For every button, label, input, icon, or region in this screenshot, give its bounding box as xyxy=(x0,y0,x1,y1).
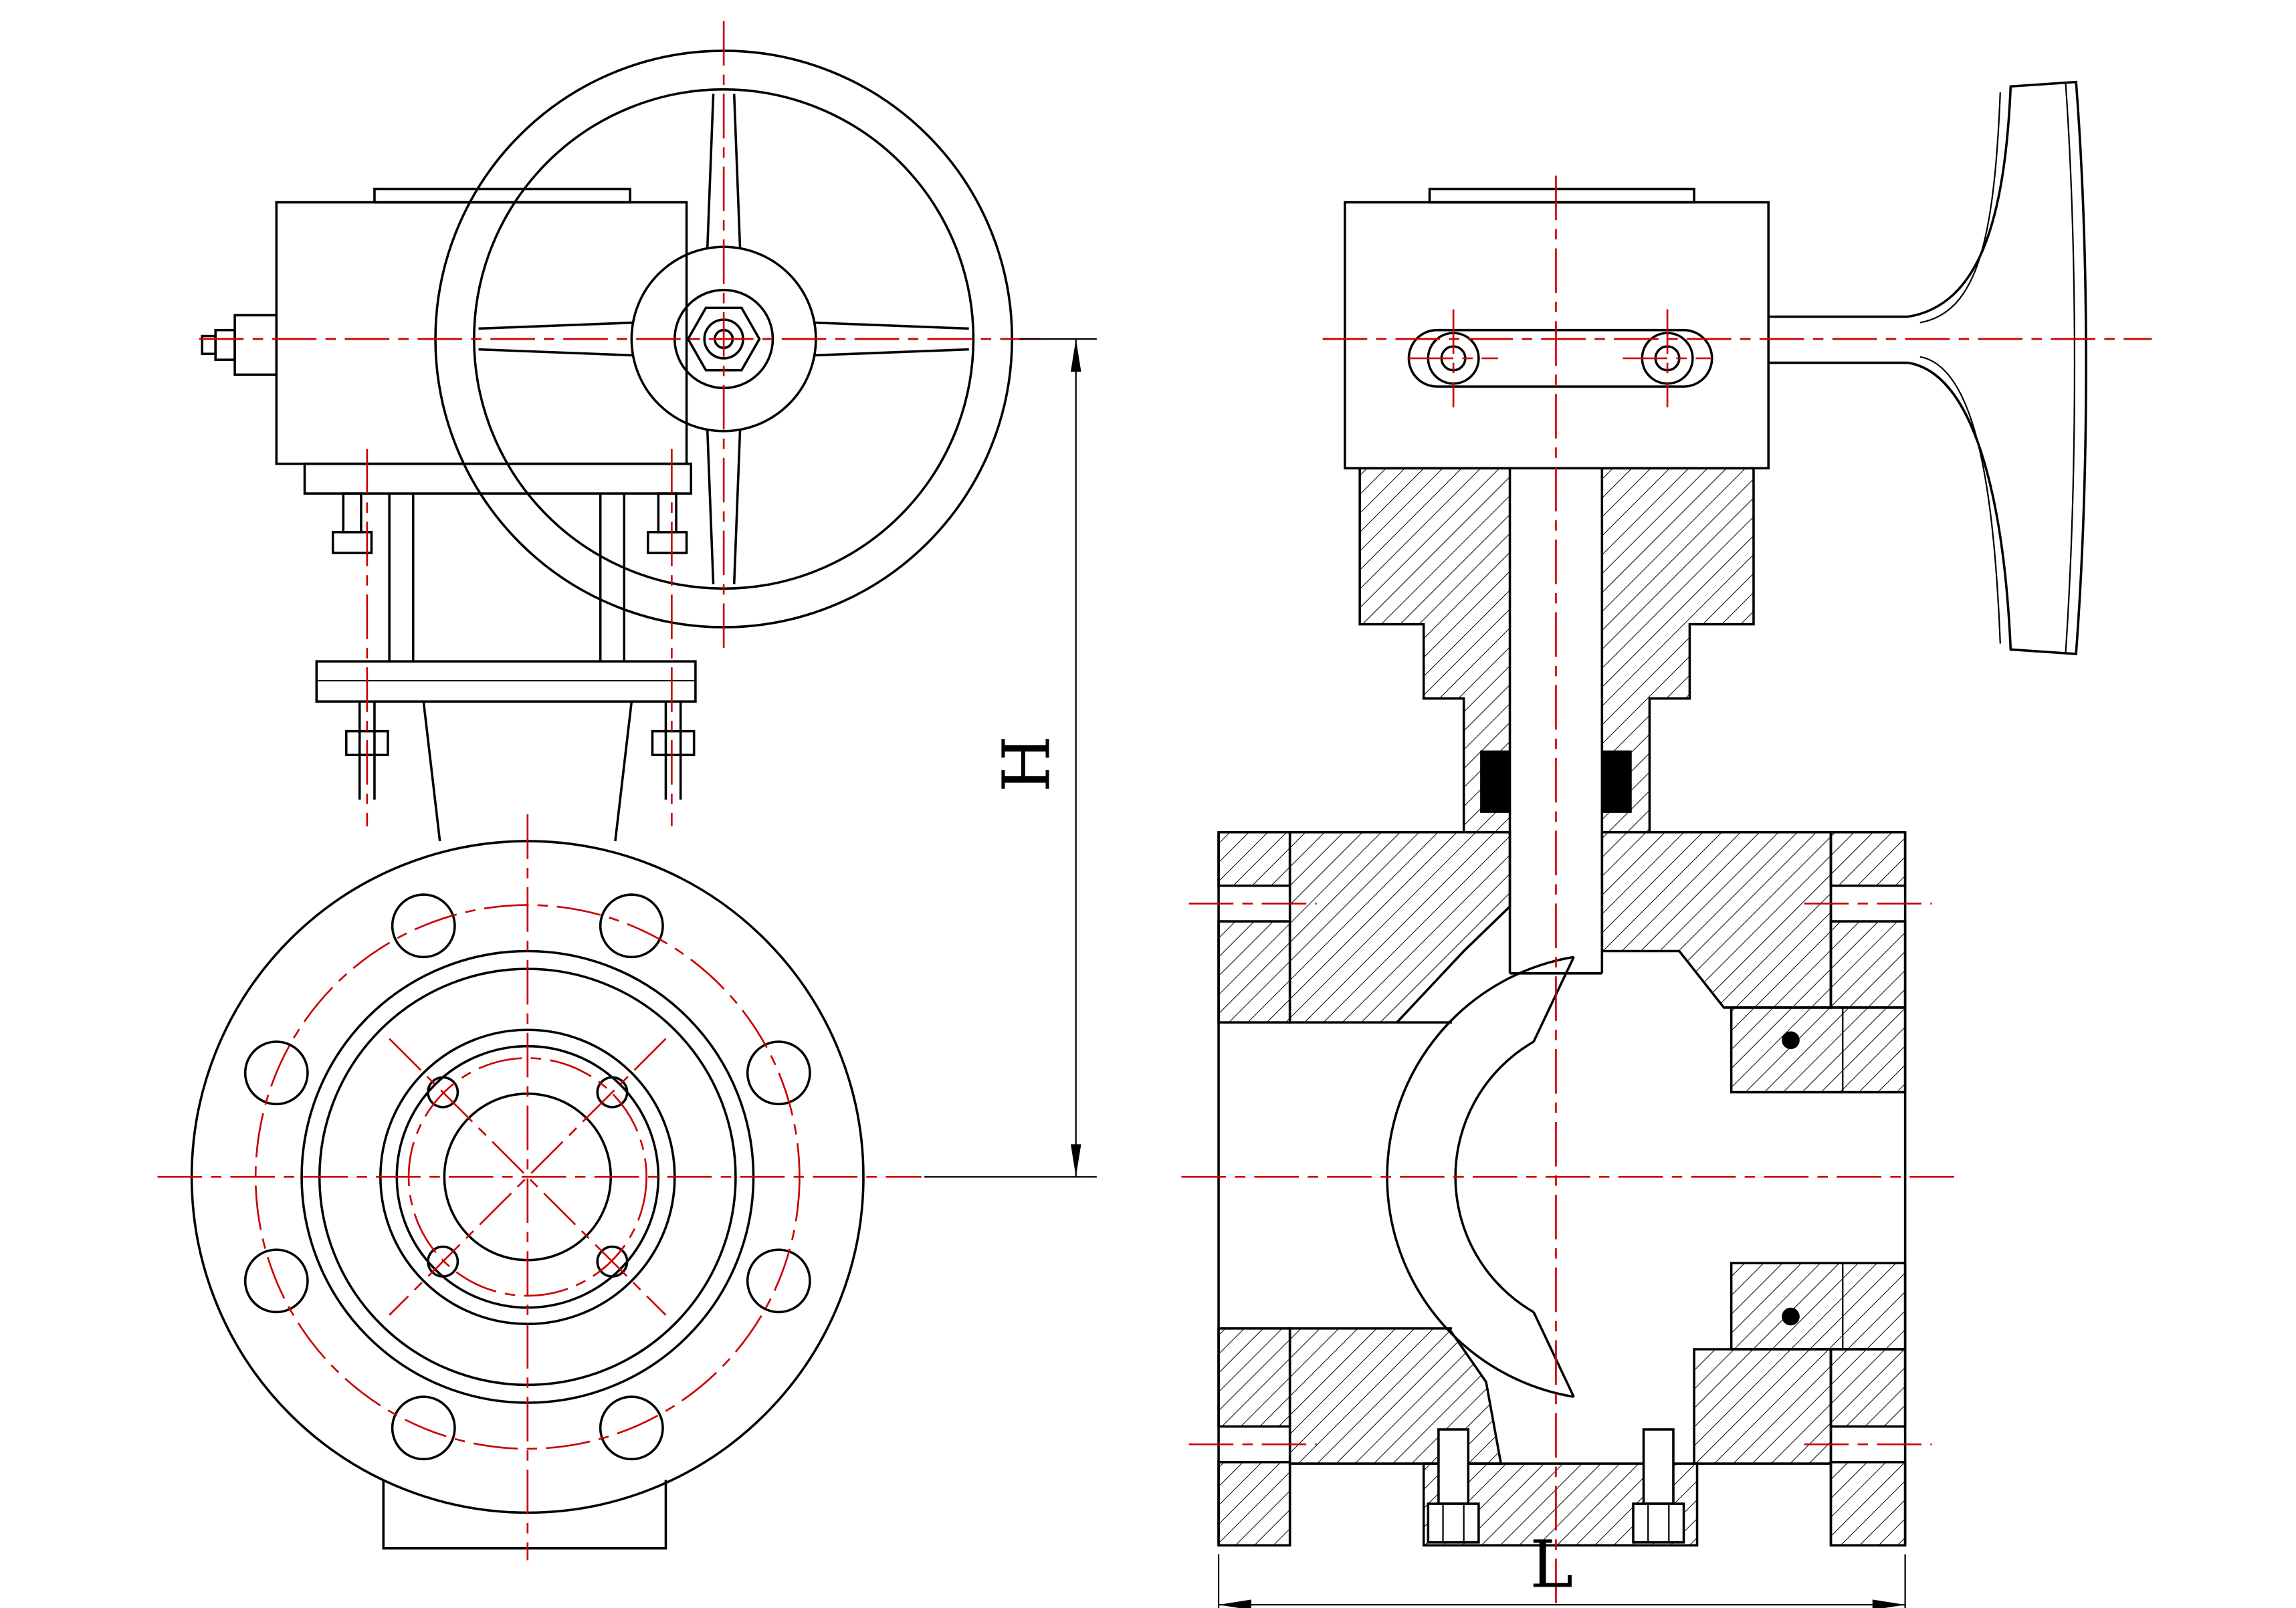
seat-seal-top xyxy=(1782,1031,1800,1050)
gearbox-top-step xyxy=(373,187,631,204)
yoke-nut-right xyxy=(647,531,688,554)
bore-lines xyxy=(1396,1021,1452,1330)
right-flange-seg3 xyxy=(1829,1348,1907,1428)
body-wall-top-right xyxy=(1600,830,1833,1009)
dimension-l: L xyxy=(1217,1526,1906,1608)
h-dimension-label: H xyxy=(989,735,1065,792)
handwheel-profile xyxy=(1907,80,2087,655)
packing-right xyxy=(1602,750,1632,813)
gearbox-input-shaft xyxy=(214,328,236,361)
right-flange-seg4 xyxy=(1829,1461,1907,1547)
l-arrow-left xyxy=(1219,1599,1251,1608)
yoke-stud-left xyxy=(342,492,362,534)
seat-retainer-bottom xyxy=(1730,1262,1907,1351)
neck-taper xyxy=(422,701,633,842)
flange-bolt-holes xyxy=(243,893,811,1461)
h-arrow-bottom xyxy=(1070,1144,1081,1177)
yoke-stud-right xyxy=(657,492,677,534)
flange-bottom-tab xyxy=(382,1480,667,1550)
bottom-bolt-facets-left xyxy=(1442,1504,1465,1542)
seat-seal-bottom xyxy=(1782,1307,1800,1326)
gearbox-housing xyxy=(275,201,688,465)
right-flange-seg1 xyxy=(1829,830,1907,887)
bottom-bolt-shaft-right xyxy=(1642,1428,1675,1505)
bottom-bolt-facets-right xyxy=(1647,1504,1670,1542)
left-flange-outline xyxy=(1217,830,1291,1547)
bottom-bolt-head-left xyxy=(1427,1502,1480,1544)
yoke-nut-left xyxy=(331,531,373,554)
handwheel-hex-nut xyxy=(686,306,761,372)
input-shaft xyxy=(1768,315,1909,364)
yoke-top-plate xyxy=(303,462,693,495)
neck-bolt-studs xyxy=(358,701,682,800)
l-arrow-right xyxy=(1872,1599,1905,1608)
bolt-circle xyxy=(254,904,801,1450)
actuator-top-step xyxy=(1428,187,1695,204)
body-wall-top-left xyxy=(1288,830,1511,1024)
l-dimension-label: L xyxy=(1530,1526,1573,1603)
handwheel-rim-face xyxy=(2065,83,2076,653)
bonnet-wall-left xyxy=(1358,467,1511,834)
h-arrow-top xyxy=(1070,339,1081,372)
handwheel-flare-top xyxy=(1919,92,2001,324)
bottom-bolt-head-right xyxy=(1632,1502,1685,1544)
left-flange-seg1 xyxy=(1217,830,1291,887)
diagonal-centerlines xyxy=(389,1038,667,1316)
body-section xyxy=(1217,830,1907,1547)
body-wall-bottom-right xyxy=(1693,1348,1833,1465)
bottom-bolt-shaft-left xyxy=(1437,1428,1470,1505)
right-flange-bolt-holes xyxy=(1831,885,1905,1463)
seat-retainer-top xyxy=(1730,1006,1907,1094)
centerlines-front xyxy=(157,21,1041,1561)
gearbox-input-cap xyxy=(201,334,217,356)
right-flange-seg2 xyxy=(1829,920,1907,1009)
left-flange-seg2 xyxy=(1217,920,1291,1024)
right-flange-outline xyxy=(1829,830,1907,1547)
side-sectional-view: L xyxy=(1181,80,2152,1608)
handwheel-flare-bottom xyxy=(1919,356,2001,644)
left-flange-seg3 xyxy=(1217,1327,1291,1428)
neck-bolt-nut-right xyxy=(651,729,696,756)
front-view: H xyxy=(157,21,1097,1561)
dimension-h: H xyxy=(924,338,1097,1178)
left-flange-seg4 xyxy=(1217,1461,1291,1547)
retainer-screw-holes xyxy=(427,1076,629,1278)
yoke-columns xyxy=(388,493,626,662)
centerlines-side xyxy=(1181,175,2152,1608)
left-flange-bolt-holes xyxy=(1219,885,1290,1463)
bonnet-wall-right xyxy=(1600,467,1755,834)
gearbox-input-boss xyxy=(233,314,278,376)
gearbox-front xyxy=(201,187,688,465)
handwheel-spokes xyxy=(478,94,969,584)
packing-left xyxy=(1480,750,1510,813)
bonnet-section xyxy=(1358,467,1755,975)
ball-segment-edges xyxy=(1532,956,1575,1397)
screw-circle xyxy=(407,1057,647,1297)
handwheel-side xyxy=(1768,80,2087,655)
